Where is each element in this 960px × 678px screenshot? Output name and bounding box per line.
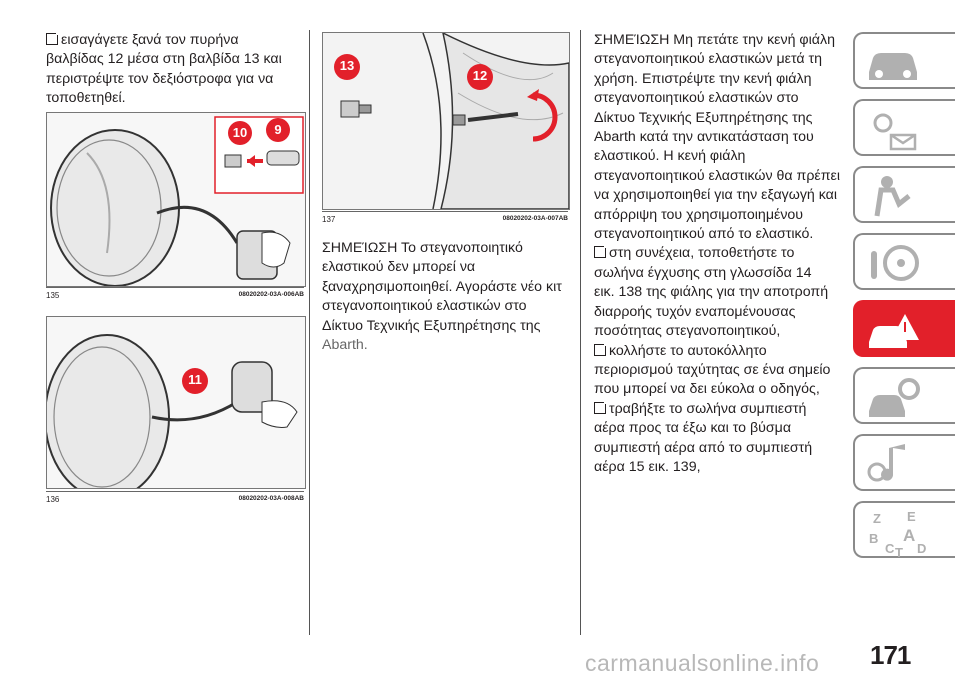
caption-136: 136 08020202-03A-008AB: [46, 491, 304, 504]
steering-wheel-icon: [871, 245, 919, 281]
checkbox-bullet-icon: [594, 398, 609, 414]
step-pull-hose: τραβήξτε το σωλήνα συμπιεστή αέρα προς τ…: [594, 398, 813, 475]
checkbox-bullet-icon: [46, 30, 61, 45]
callout-13: 13: [339, 58, 355, 73]
svg-text:Z: Z: [873, 511, 881, 526]
callout-12: 12: [472, 68, 488, 83]
callout-11: 11: [188, 372, 202, 387]
step-insert-hose: στη συνέχεια, τοποθετήστε το σωλήνα έγχυ…: [594, 243, 829, 340]
tab-index[interactable]: Z E B A C T D: [853, 501, 955, 559]
tab-vehicle[interactable]: [853, 32, 955, 89]
intro-text: εισαγάγετε ξανά τον πυρήνα βαλβίδας 12 μ…: [46, 30, 282, 107]
callout-10: 10: [232, 125, 248, 140]
tab-warnings[interactable]: [853, 99, 955, 156]
car-icon: [869, 53, 917, 80]
warning-lights-icon: [873, 113, 917, 151]
tab-maintenance[interactable]: [853, 367, 955, 424]
svg-text:B: B: [869, 531, 878, 546]
svg-text:E: E: [907, 509, 916, 524]
note-reuse: ΣΗΜΕΊΩΣΗ Το στεγανοποιητικό ελαστικού δε…: [322, 240, 562, 354]
svg-text:C: C: [885, 541, 895, 556]
figure-136: 11: [46, 316, 306, 489]
figure-135: 10 9: [46, 112, 306, 287]
tab-emergency[interactable]: [853, 300, 955, 357]
tab-driving[interactable]: [853, 233, 955, 290]
checkbox-bullet-icon: [594, 340, 609, 356]
column-3: ΣΗΜΕΊΩΣΗ Μη πετάτε την κενή φιάλη στεγαν…: [594, 31, 848, 477]
svg-text:T: T: [895, 545, 903, 559]
page-number: 171: [870, 640, 911, 670]
caption-135: 135 08020202-03A-006AB: [46, 287, 304, 300]
column-divider-1: [309, 30, 310, 635]
maintenance-icon: [869, 378, 920, 417]
multimedia-icon: [867, 444, 905, 482]
tire-bottle-illustration: [47, 334, 298, 488]
checkbox-bullet-icon: [594, 243, 609, 259]
step-sticker: κολλήστε το αυτοκόλλητο περιορισμού ταχύ…: [594, 340, 831, 398]
column-divider-2: [580, 30, 581, 635]
tire-sealant-illustration: [50, 116, 304, 286]
figure-137: 13 12: [322, 32, 570, 210]
emergency-icon: [869, 314, 919, 348]
callout-9: 9: [274, 122, 282, 137]
seat-safety-icon: [874, 176, 911, 217]
index-icon: Z E B A C T D: [869, 509, 926, 559]
note-empty-bottle: ΣΗΜΕΊΩΣΗ Μη πετάτε την κενή φιάλη στεγαν…: [594, 32, 840, 243]
svg-text:A: A: [903, 526, 915, 545]
svg-text:D: D: [917, 541, 926, 556]
caption-137: 137 08020202-03A-007AB: [322, 211, 568, 224]
valve-core-illustration: [334, 33, 569, 209]
tab-safety[interactable]: [853, 166, 955, 223]
tab-multimedia[interactable]: [853, 434, 955, 491]
watermark: carmanualsonline.info: [585, 650, 820, 676]
